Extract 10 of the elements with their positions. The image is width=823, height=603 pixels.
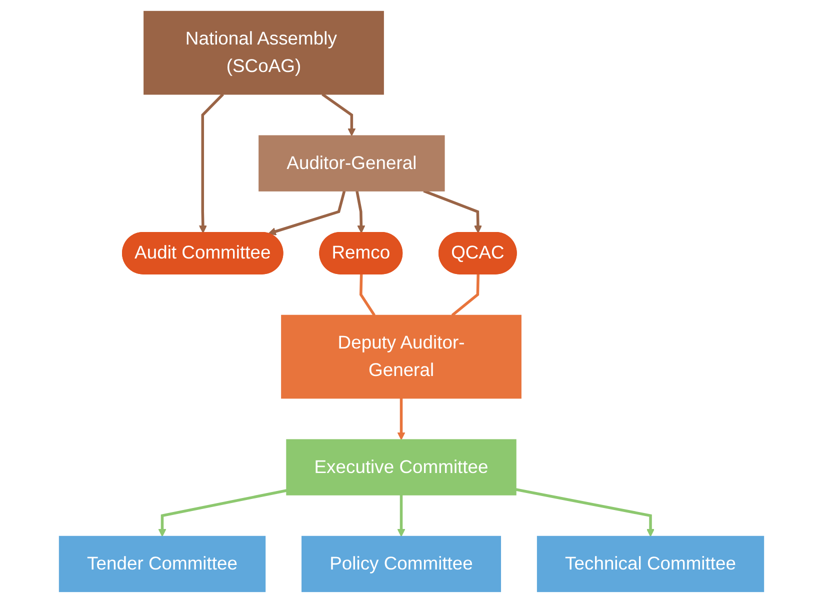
org-unit-box: Audit Committee [122, 232, 284, 274]
org-unit-box: Policy Committee [302, 536, 502, 592]
org-unit-box: Executive Committee [286, 439, 516, 496]
org-unit-box: Tender Committee [58, 536, 266, 592]
org-unit-box: Deputy Auditor-General [281, 314, 522, 399]
org-unit-box: Auditor-General [258, 135, 445, 192]
org-unit-box: National Assembly (SCoAG) [144, 10, 384, 95]
org-unit-box: Technical Committee [536, 536, 764, 592]
org-unit-box: Remco [319, 232, 403, 274]
org-unit-box: QCAC [438, 232, 517, 274]
